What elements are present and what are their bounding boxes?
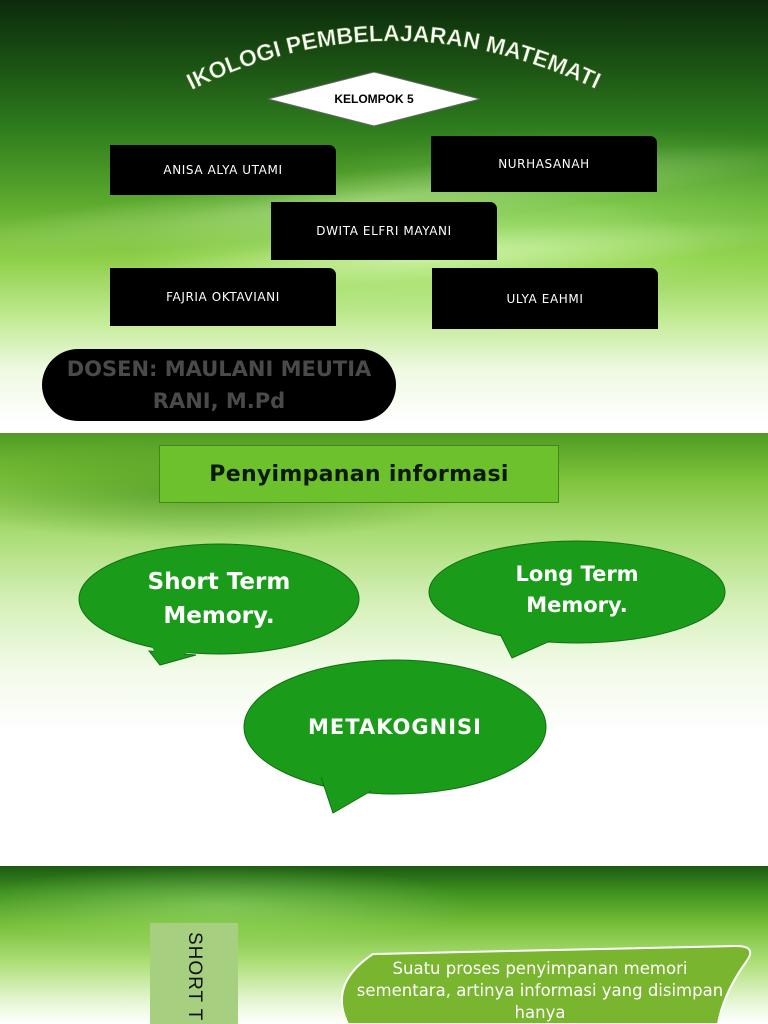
member-name: DWITA ELFRI MAYANI — [316, 224, 452, 238]
member-name-box: DWITA ELFRI MAYANI — [271, 202, 497, 260]
slide-title: PSIKOLOGI PEMBELAJARAN MATEMATIKA KELOMP… — [0, 0, 768, 423]
bubble-label: Long Term Memory. — [515, 562, 639, 617]
member-name-box: NURHASANAH — [431, 136, 657, 192]
group-label-text: KELOMPOK 5 — [334, 92, 414, 106]
member-name-box: ANISA ALYA UTAMI — [110, 145, 336, 195]
member-name: ULYA EAHMI — [506, 291, 584, 306]
member-name: ANISA ALYA UTAMI — [163, 163, 283, 177]
member-name-box: ULYA EAHMI — [432, 268, 658, 329]
short-term-memory-bubble: Short Term Memory. — [78, 543, 360, 666]
lecturer-label: DOSEN: MAULANI MEUTIA RANI, M.Pd — [42, 349, 396, 421]
slide-information-storage: Penyimpanan informasi Short Term Memory.… — [0, 433, 768, 856]
vertical-title-label: SHORT T — [184, 932, 205, 1022]
slide-short-term-memory: SHORT T Suatu proses penyimpanan memori … — [0, 866, 768, 1024]
bubble-label: METAKOGNISI — [308, 715, 482, 739]
bubble-label: Short Term Memory. — [147, 569, 291, 629]
description-shape — [340, 944, 752, 1024]
presentation-title: PSIKOLOGI PEMBELAJARAN MATEMATIKA — [150, 0, 605, 95]
group-label: KELOMPOK 5 — [268, 72, 480, 126]
description-text: Suatu proses penyimpanan memori sementar… — [356, 959, 724, 1022]
long-term-memory-bubble: Long Term Memory. — [428, 540, 726, 659]
member-name: FAJRIA OKTAVIANI — [166, 290, 280, 304]
member-name-box: FAJRIA OKTAVIANI — [110, 268, 336, 326]
vertical-title-tab — [150, 923, 238, 1024]
section-title: Penyimpanan informasi — [159, 445, 559, 503]
metacognition-bubble: METAKOGNISI — [243, 659, 547, 814]
member-name: NURHASANAH — [498, 157, 590, 171]
